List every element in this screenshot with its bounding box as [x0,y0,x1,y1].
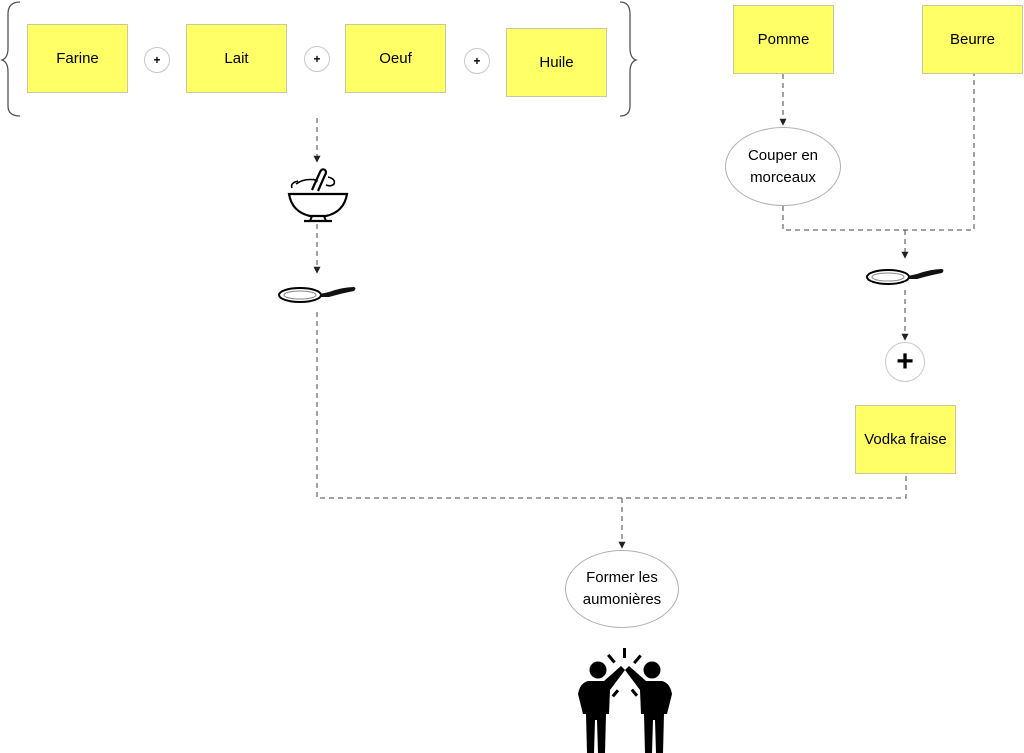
cut-step-line2: morceaux [750,168,816,186]
line-cut-to-join [782,74,975,231]
cut-step-line1: Couper en [747,146,819,164]
high-five-icon [578,648,672,753]
big-plus-icon: + [885,342,925,382]
final-step-oval: Former les aumonières [565,550,679,628]
bowl-mixing-icon [287,168,349,223]
pomme-label: Pomme [757,31,810,48]
farine-note: Farine [27,24,128,93]
lait-note: Lait [186,24,287,93]
plus-icon: + [144,47,170,73]
left-brace [0,1,21,117]
plus-icon: + [464,48,490,74]
huile-note: Huile [506,28,607,97]
right-brace [619,1,639,117]
huile-label: Huile [539,54,574,71]
oeuf-label: Oeuf [379,50,412,67]
line-pan-to-merge [316,312,907,499]
frying-pan-icon [278,287,356,303]
pomme-note: Pomme [733,5,834,74]
vodka-label: Vodka fraise [864,431,947,448]
lait-label: Lait [224,50,249,67]
beurre-label: Beurre [949,31,996,48]
farine-label: Farine [56,50,99,67]
plus-icon: + [304,46,330,72]
frying-pan-icon [866,269,944,285]
cut-step-oval: Couper en morceaux [725,127,841,206]
vodka-note: Vodka fraise [855,405,956,474]
oeuf-note: Oeuf [345,24,446,93]
final-step-line2: aumonières [582,591,662,608]
final-step-line1: Former les [586,569,658,586]
beurre-note: Beurre [922,5,1023,74]
